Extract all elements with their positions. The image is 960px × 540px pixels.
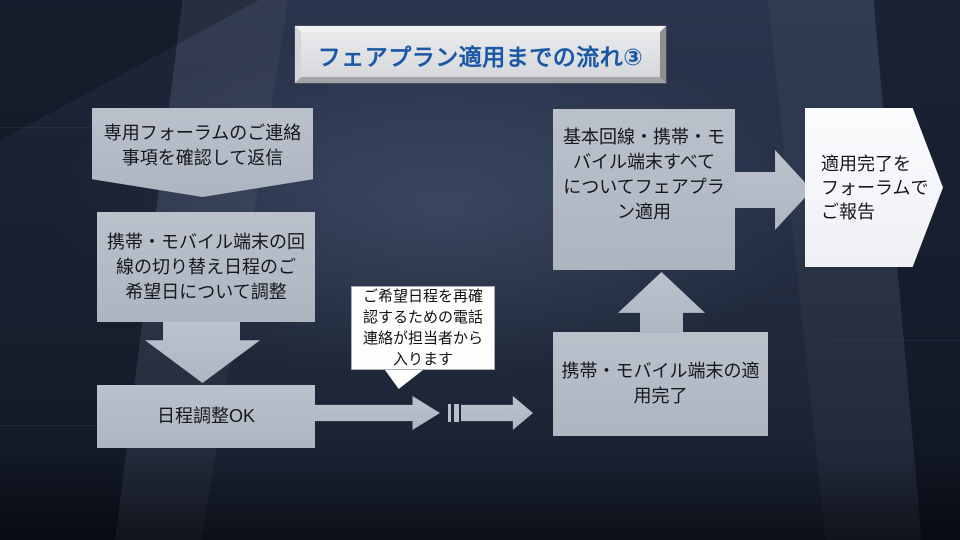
flow-step-mobile-complete-label: 携帯・モバイル端末の適 用完了 (561, 361, 760, 406)
flow-step-report-forum: 適用完了を フォーラムで ご報告 (805, 108, 943, 267)
callout-phone-contact-body: ご希望日程を再確 認するための電話 連絡が担当者から 入ります (351, 286, 495, 370)
flow-step-schedule-adjust-label: 携帯・モバイル端末の回 線の切り替え日程のご 希望日について調整 (107, 231, 305, 302)
callout-phone-contact-label: ご希望日程を再確 認するための電話 連絡が担当者から 入ります (362, 288, 483, 368)
slide-title: フェアプラン適用までの流れ③ (317, 43, 644, 70)
callout-phone-contact: ご希望日程を再確 認するための電話 連絡が担当者から 入ります (351, 286, 495, 389)
striped-right-arrow-stripe (448, 404, 451, 422)
flow-step-forum-reply-label: 専用フォーラムのご連絡 事項を確認して返信 (103, 122, 302, 168)
background-seam (0, 425, 185, 426)
flow-step-fairplan-apply: 基本回線・携帯・モ バイル端末すべて についてフェアプラ ン適用 (553, 109, 735, 270)
flow-step-fairplan-apply-label: 基本回線・携帯・モ バイル端末すべて についてフェアプラ ン適用 (563, 127, 725, 222)
striped-right-arrow (448, 396, 533, 430)
callout-tail-pointer (385, 370, 423, 389)
striped-right-arrow-body (461, 396, 533, 430)
flow-step-forum-reply: 専用フォーラムのご連絡 事項を確認して返信 (92, 108, 313, 197)
flow-step-schedule-adjust: 携帯・モバイル端末の回 線の切り替え日程のご 希望日について調整 (97, 212, 315, 322)
flow-step-mobile-complete: 携帯・モバイル端末の適 用完了 (553, 332, 768, 436)
flow-step-schedule-ok-label: 日程調整OK (156, 406, 255, 426)
striped-right-arrow-stripe (454, 404, 459, 422)
flow-step-report-forum-label: 適用完了を フォーラムで ご報告 (821, 153, 929, 222)
slide-title-plaque: フェアプラン適用までの流れ③ (295, 26, 666, 83)
background-seam (830, 340, 960, 341)
flow-step-schedule-ok: 日程調整OK (97, 385, 315, 448)
